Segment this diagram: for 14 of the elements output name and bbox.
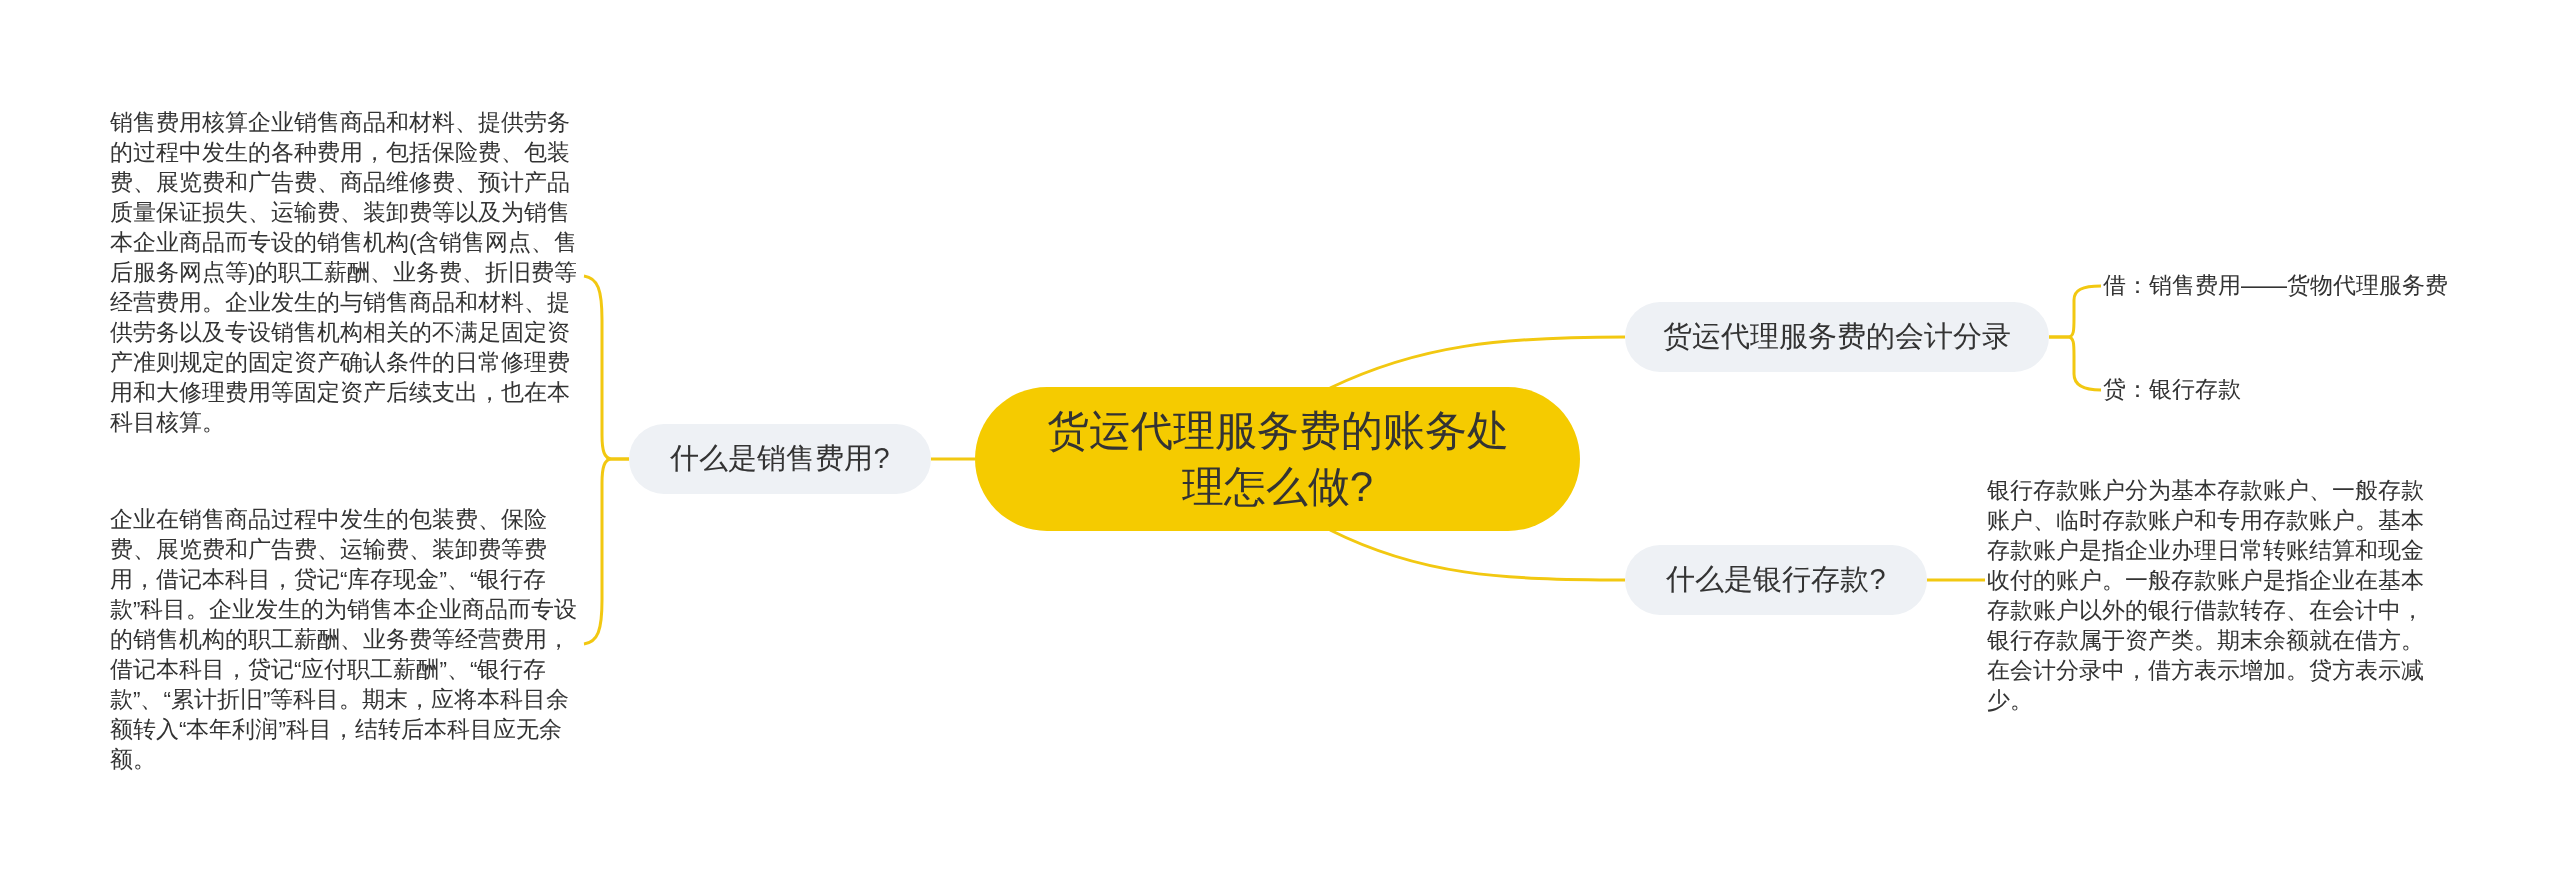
topic-box: 什么是销售费用?: [629, 424, 931, 494]
note-text: 销售费用核算企业销售商品和材料、提供劳务的过程中发生的各种费用，包括保险费、包装费、展览费和广告费、商品维修费、预计产品质量保证损失、运输费、装卸费等以及为销售本企业商品而专设的销售机构(含销售网点、售后服务网点等)的职工薪酬、业务费、折旧费等经营费用。企业发生的与销售商品和材料、提供劳务以及专设销售机构相关的不满足固定资产准则规定的固定资产确认条件的日常修理费用和大修理费用等固定资产后续支出，也在本科目核算。: [110, 108, 582, 438]
entry-text: 贷：银行存款: [2103, 374, 2303, 406]
connector-line: [931, 457, 975, 461]
note-text: 银行存款账户分为基本存款账户、一般存款账户、临时存款账户和专用存款账户。基本存款账户是指企业办理日常转账结算和现金收付的账户。一般存款账户是指企业在基本存款账户以外的银行借款转存、在会计中，银行存款属于资产类。期末余额就在借方。在会计分录中，借方表示增加。贷方表示减少。: [1987, 476, 2432, 716]
connector-line: [1927, 578, 1985, 582]
connector-line: [583, 457, 629, 646]
note-text: 企业在销售商品过程中发生的包装费、保险费、展览费和广告费、运输费、装卸费等费用，借记本科目，贷记“库存现金”、“银行存款”科目。企业发生的为销售本企业商品而专设的销售机构的职工薪酬、业务费等经营费用，借记本科目，贷记“应付职工薪酬”、“银行存款”、“累计折旧”等科目。期末，应将本科目余额转入“本年利润”科目，结转后本科目应无余额。: [110, 505, 582, 775]
connector-line: [1329, 335, 1625, 390]
entry-text: 借：销售费用——货物代理服务费: [2103, 270, 2463, 302]
central-topic-box: 货运代理服务费的账务处理怎么做?: [975, 387, 1580, 531]
topic-box: 货运代理服务费的会计分录: [1625, 302, 2049, 372]
topic-box: 什么是银行存款?: [1625, 545, 1927, 615]
connector-line: [1329, 528, 1625, 582]
